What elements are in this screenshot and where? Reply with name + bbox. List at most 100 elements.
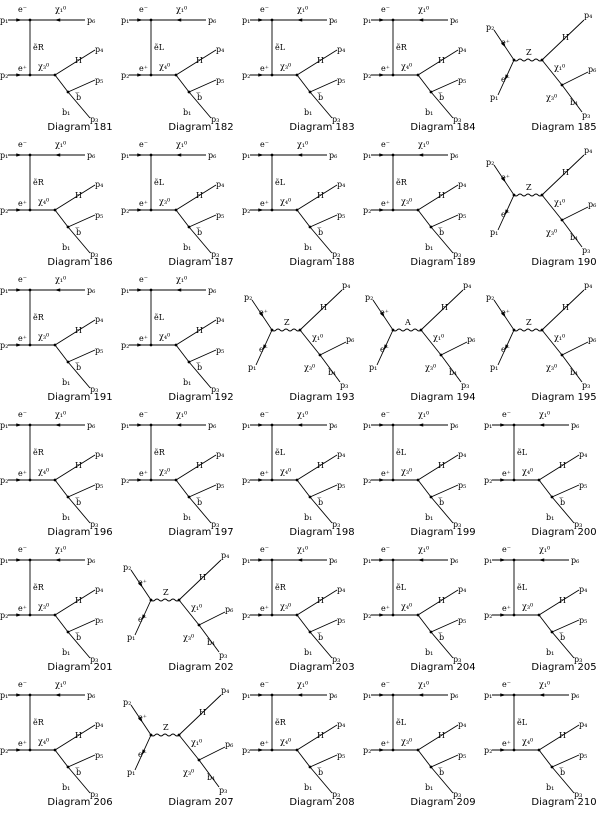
momentum-label-p2: p₂ [486, 293, 494, 302]
momentum-label-p1: p₁ [242, 151, 250, 160]
vertex-dot [270, 423, 274, 427]
higgs-label: H [75, 326, 82, 335]
arrow-marker [137, 478, 144, 482]
propagator-line [538, 454, 580, 481]
neutralino-label: χ₄⁰ [159, 62, 170, 71]
vertex-dot [53, 208, 57, 212]
vertex-dot [537, 478, 541, 482]
vertex-dot [308, 630, 312, 634]
diagram-caption: Diagram 185 [531, 122, 597, 133]
positron-label: e⁺ [381, 64, 390, 73]
momentum-label-p6: p₆ [329, 421, 337, 430]
propagator-line [541, 289, 585, 331]
vertex-dot [308, 90, 312, 94]
neutralino-label: χ₄⁰ [159, 332, 170, 341]
boson-wavy-line [513, 193, 543, 197]
arrow-marker [137, 423, 144, 427]
vertex-dot [174, 478, 178, 482]
vertex-dot [53, 613, 57, 617]
propagator-line [296, 724, 338, 751]
vertex-dot [53, 748, 57, 752]
positron-label: e⁺ [259, 308, 268, 317]
sbottom-label: b₁ [183, 108, 191, 117]
momentum-label-p1: p₁ [0, 691, 8, 700]
propagator-line [188, 484, 217, 498]
arrow-marker [296, 693, 303, 697]
propagator-line [319, 341, 347, 356]
momentum-label-p2: p₂ [0, 611, 8, 620]
vertex-dot [416, 613, 420, 617]
sbottom-label: b₁ [546, 783, 554, 792]
vertex-dot [540, 193, 544, 197]
propagator-line [188, 79, 217, 93]
vertex-dot [295, 613, 299, 617]
neutralino-label: χ₃⁰ [304, 363, 315, 372]
propagator-line [417, 209, 432, 228]
vertex-dot [187, 360, 191, 364]
vertex-dot [28, 613, 32, 617]
arrow-marker [258, 153, 265, 157]
momentum-label-p5: p₅ [458, 481, 466, 490]
momentum-label-p6: p₆ [571, 421, 579, 430]
sbottom-label: b₁ [62, 243, 70, 252]
vertex-dot [270, 558, 274, 562]
propagator-line [198, 759, 220, 788]
electron-label: e⁻ [18, 140, 27, 149]
arrow-marker [258, 693, 265, 697]
momentum-label-p5: p₅ [337, 211, 345, 220]
propagator-line [296, 749, 311, 768]
arrow-marker [137, 18, 144, 22]
momentum-label-p6: p₆ [87, 16, 95, 25]
neutralino-label: χ₁⁰ [539, 680, 550, 689]
propagator-line [309, 754, 338, 768]
neutralino-label: χ₁⁰ [297, 545, 308, 554]
momentum-label-p6: p₆ [571, 556, 579, 565]
propagator-line [67, 619, 96, 633]
neutralino-label: χ₁⁰ [176, 140, 187, 149]
momentum-label-p4: p₄ [579, 585, 587, 594]
higgs-label: H [75, 191, 82, 200]
vertex-dot [66, 765, 70, 769]
neutralino-label: χ₄⁰ [280, 737, 291, 746]
momentum-label-p1: p₁ [490, 228, 498, 237]
higgs-label: H [75, 731, 82, 740]
electron-label: e⁻ [381, 410, 390, 419]
selectron-label: ẽR [33, 178, 45, 187]
diagram-caption: Diagram 186 [47, 257, 113, 268]
momentum-label-p3: p₃ [453, 250, 461, 259]
momentum-label-p2: p₂ [242, 206, 250, 215]
neutralino-label: χ₁⁰ [418, 545, 429, 554]
neutralino-label: χ₁⁰ [55, 545, 66, 554]
propagator-line [67, 349, 96, 363]
positron-label: e⁺ [260, 469, 269, 478]
vertex-dot [66, 360, 70, 364]
boson-wavy-line [150, 733, 180, 737]
momentum-label-p3: p₃ [332, 115, 340, 124]
positron-label: e⁺ [139, 64, 148, 73]
momentum-label-p4: p₄ [216, 315, 224, 324]
sbottom-label: b₁ [62, 648, 70, 657]
arrow-marker [379, 558, 386, 562]
momentum-label-p5: p₅ [216, 76, 224, 85]
momentum-label-p4: p₄ [221, 551, 229, 560]
sbottom-label: b₁ [62, 783, 70, 792]
momentum-label-p5: p₅ [95, 751, 103, 760]
arrow-marker [54, 153, 61, 157]
propagator-line [417, 49, 459, 76]
arrow-marker [16, 748, 23, 752]
propagator-line [54, 344, 69, 363]
diagram-caption: Diagram 204 [410, 662, 476, 673]
electron-label: e⁻ [18, 410, 27, 419]
vertex-dot [416, 748, 420, 752]
positron-label: e⁺ [501, 173, 510, 182]
momentum-label-p1: p₁ [0, 556, 8, 565]
arrow-marker [259, 311, 264, 318]
momentum-label-p2: p₂ [244, 293, 252, 302]
arrow-marker [138, 716, 143, 723]
arrow-marker [137, 73, 144, 77]
vertex-dot [550, 495, 554, 499]
arrow-marker [138, 581, 143, 588]
momentum-label-p4: p₄ [337, 45, 345, 54]
sbottom-label: b₁ [425, 243, 433, 252]
momentum-label-p1: p₁ [0, 286, 8, 295]
